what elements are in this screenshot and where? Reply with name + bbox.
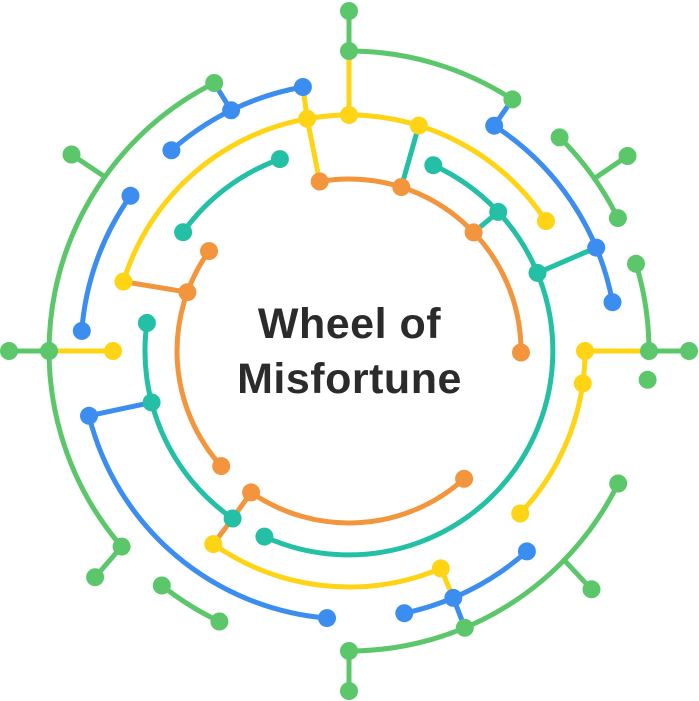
node-dot-blue — [162, 141, 181, 160]
node-dot-blue — [587, 238, 606, 257]
ring-arc-yellow — [517, 348, 588, 516]
node-dot-green — [40, 342, 58, 360]
ring-arc-green — [159, 583, 222, 624]
node-dot-teal — [223, 509, 242, 528]
ring-arc-blue — [491, 123, 615, 305]
node-dot-orange — [455, 469, 474, 488]
node-dot-orange — [310, 172, 329, 191]
node-dot-green — [0, 342, 18, 360]
ring-arc-teal — [142, 320, 236, 521]
node-dot-green — [550, 128, 569, 147]
node-dot-green — [503, 90, 522, 109]
node-dot-green — [86, 568, 105, 587]
node-dot-teal — [270, 150, 289, 169]
ring-arc-green — [557, 134, 621, 221]
node-dot-blue — [517, 542, 536, 561]
spoke-line-yellow — [304, 116, 323, 184]
node-dot-yellow — [204, 535, 223, 554]
node-dot-teal — [174, 223, 193, 242]
ring-arc-blue — [79, 193, 133, 334]
node-dot-orange — [392, 178, 411, 197]
node-dot-green — [205, 74, 224, 92]
node-dot-green — [340, 42, 358, 60]
node-dot-green — [455, 618, 474, 637]
ring-arc-green — [46, 80, 217, 550]
node-dot-green — [609, 474, 628, 493]
node-dot-teal — [489, 202, 508, 221]
node-dot-blue — [293, 78, 312, 96]
node-dot-orange — [242, 483, 261, 502]
ring-arc-green — [346, 48, 515, 102]
node-dot-blue — [72, 321, 91, 340]
node-dot-teal — [142, 393, 161, 412]
node-dot-yellow — [576, 342, 594, 360]
node-dot-green — [680, 342, 698, 360]
ring-arc-orange — [317, 176, 524, 355]
node-dot-green — [62, 145, 81, 164]
node-dot-green — [210, 612, 229, 631]
node-dot-orange — [212, 457, 231, 476]
node-dot-green — [340, 682, 358, 700]
node-dot-blue — [318, 609, 336, 628]
node-dot-yellow — [114, 272, 133, 291]
node-dot-blue — [444, 588, 463, 607]
node-dot-yellow — [537, 212, 555, 231]
node-dot-blue — [121, 186, 140, 205]
node-dot-teal — [137, 314, 156, 332]
node-dot-yellow — [409, 116, 428, 135]
node-dot-blue — [485, 116, 504, 135]
node-dot-green — [627, 254, 645, 273]
node-dot-orange — [464, 223, 483, 242]
node-dot-blue — [603, 293, 622, 312]
ring-arc-orange — [174, 248, 224, 469]
node-dot-teal — [528, 263, 547, 282]
node-dot-green — [582, 580, 601, 599]
node-dot-yellow — [340, 106, 358, 124]
node-dot-orange — [200, 242, 218, 261]
spoke-line-teal — [535, 245, 599, 276]
ring-arc-orange — [248, 476, 467, 526]
node-dot-green — [618, 147, 637, 165]
node-dot-teal — [255, 527, 274, 546]
node-dot-yellow — [298, 109, 317, 128]
ring-arc-blue — [86, 413, 330, 621]
node-dot-yellow — [104, 342, 122, 360]
node-dot-teal — [424, 156, 443, 175]
node-dot-green — [112, 537, 131, 556]
ring-arc-green — [346, 481, 621, 654]
node-dot-green — [152, 576, 171, 595]
node-dot-blue — [222, 101, 241, 120]
node-dot-green — [638, 370, 657, 389]
ring-arc-yellow — [210, 541, 444, 590]
spoke-line-orange — [120, 279, 190, 295]
ring-arc-teal — [180, 156, 283, 235]
node-dot-orange — [178, 283, 197, 302]
node-dot-blue — [395, 604, 414, 623]
node-dot-green — [640, 342, 658, 360]
ring-arc-blue — [401, 548, 530, 616]
node-dot-blue — [80, 406, 98, 425]
node-dot-yellow — [511, 504, 530, 523]
node-dot-yellow — [573, 374, 592, 393]
title-line-1: Wheel of — [257, 300, 442, 348]
node-dot-yellow — [431, 559, 450, 578]
node-dot-green — [340, 642, 358, 660]
node-dot-orange — [512, 343, 530, 362]
spoke-line-blue — [86, 399, 155, 419]
title-line-2: Misfortune — [237, 355, 462, 403]
node-dot-green — [340, 2, 358, 20]
page-title: Wheel of Misfortune — [0, 297, 699, 407]
ring-arc-teal — [261, 162, 556, 558]
node-dot-green — [608, 209, 627, 228]
spoke-line-teal — [398, 123, 422, 190]
